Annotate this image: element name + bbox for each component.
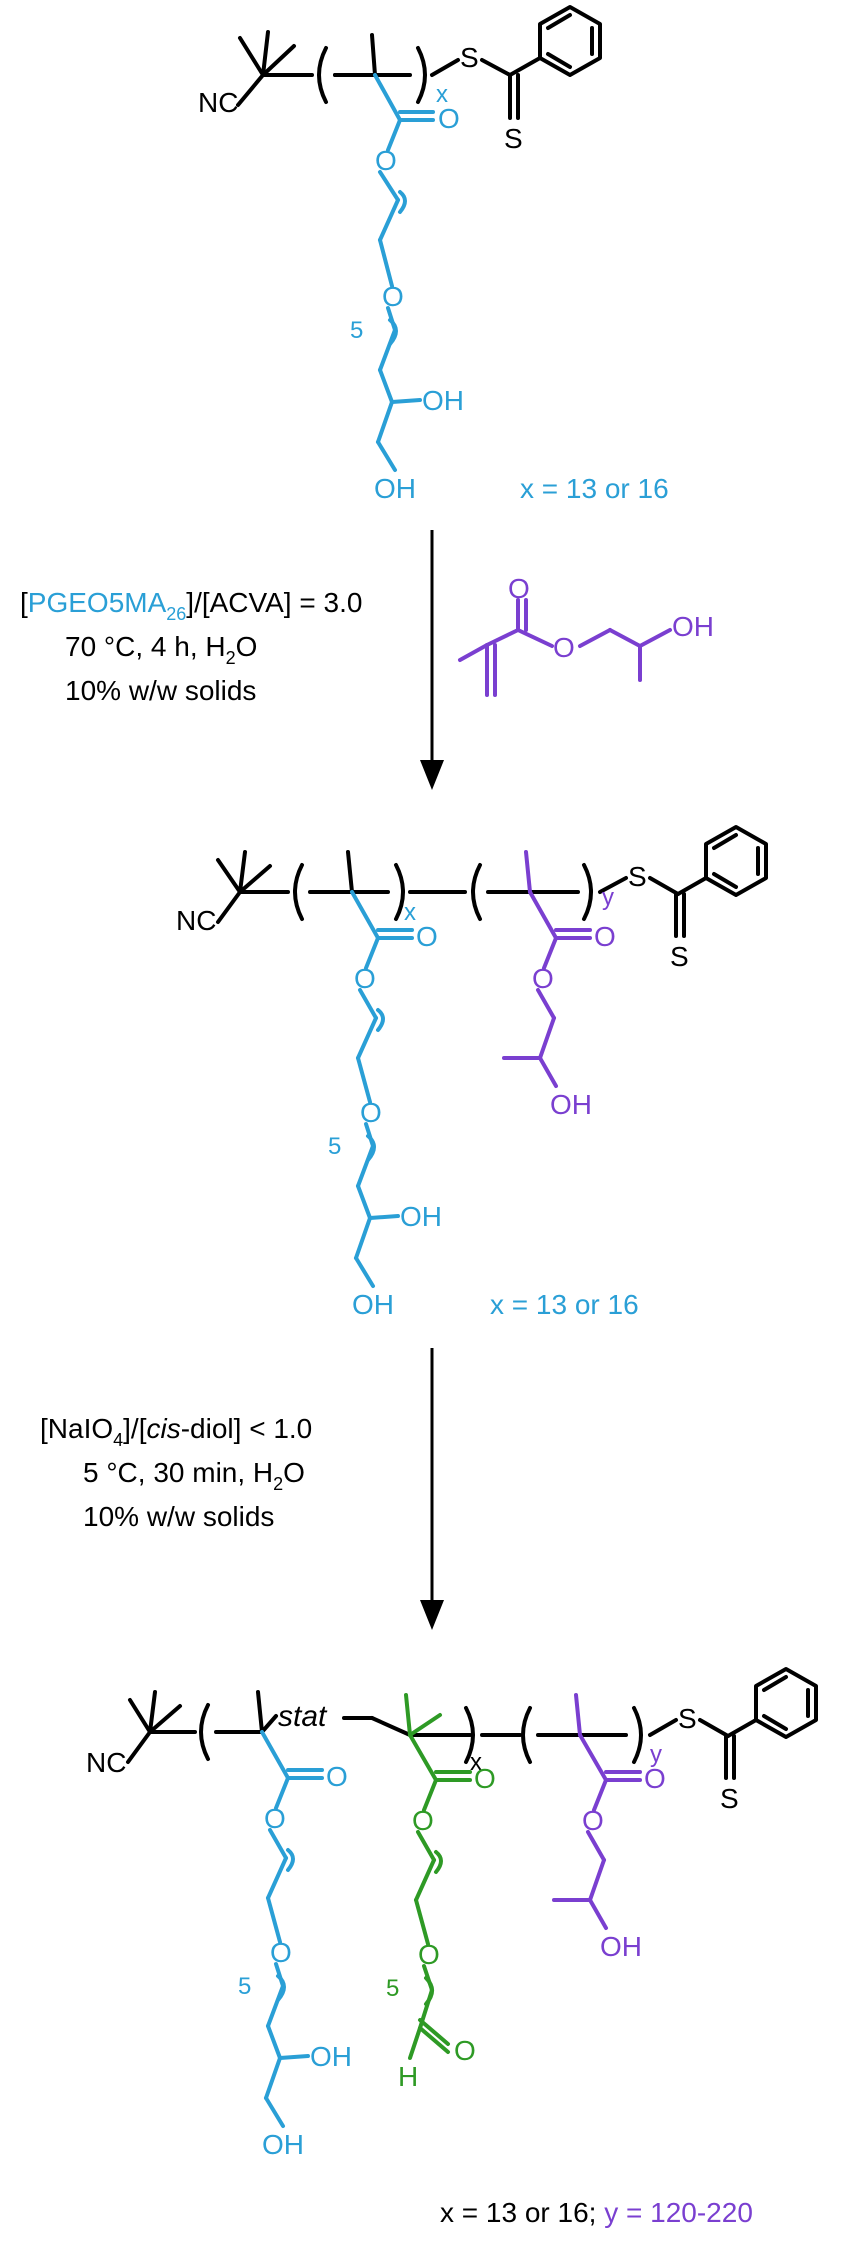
s-label: S: [678, 1703, 697, 1734]
structure-1-pgeo5ma-macro-cta: NC x S S: [198, 5, 669, 504]
paren-open: [317, 46, 328, 104]
ester-o: O: [264, 1803, 286, 1834]
step-2-conditions-line-3: 10% w/w solids: [83, 1501, 274, 1532]
structure-2-caption: x = 13 or 16: [490, 1289, 639, 1320]
s-thione-label: S: [670, 941, 689, 972]
oh-label: OH: [422, 385, 464, 416]
purple-ester-o: O: [582, 1805, 604, 1836]
purple-oh: OH: [550, 1089, 592, 1120]
aldehyde-h: H: [398, 2061, 418, 2092]
carbonyl-o: O: [416, 921, 438, 952]
oh-label: OH: [310, 2041, 352, 2072]
purple-carbonyl-o: O: [594, 921, 616, 952]
hpma-oh: OH: [672, 611, 714, 642]
nc-label: NC: [198, 87, 238, 118]
paren-close: [394, 863, 405, 921]
step-1-conditions-line-3: 10% w/w solids: [65, 675, 256, 706]
purple-oh: OH: [600, 1931, 642, 1962]
step-2-conditions-line-1: [NaIO4]/[cis-diol] < 1.0: [40, 1413, 312, 1450]
oh-label-2: OH: [352, 1289, 394, 1320]
hpma-monomer: O O OH: [458, 573, 714, 697]
structure-1-caption: x = 13 or 16: [520, 473, 669, 504]
sub-5: 5: [238, 1973, 251, 2000]
s-label: S: [628, 861, 647, 892]
paren-close: [464, 1706, 475, 1764]
sub-y: y: [602, 884, 614, 911]
structure-3-caption: x = 13 or 16; y = 120-220: [440, 2197, 753, 2228]
hpma-ester-o: O: [553, 632, 575, 663]
oh-label-2: OH: [374, 473, 416, 504]
ether-o: O: [360, 1097, 382, 1128]
structure-3-aldehyde-copolymer: NC stat x y S: [86, 1667, 818, 2228]
oh-label-2: OH: [262, 2129, 304, 2160]
paren-close: [416, 46, 427, 104]
aldehyde-o: O: [454, 2035, 476, 2066]
purple-ester-o: O: [532, 963, 554, 994]
oh-label: OH: [400, 1201, 442, 1232]
sub-x: x: [436, 81, 448, 108]
step-1-conditions-line-1: [PGEO5MA26]/[ACVA] = 3.0: [20, 587, 362, 624]
arrow-1-head: [420, 760, 444, 790]
green-carbonyl-o: O: [474, 1763, 496, 1794]
paren-open-2: [471, 863, 482, 921]
ester-o: O: [354, 963, 376, 994]
ether-o: O: [382, 281, 404, 312]
reaction-step-1: [PGEO5MA26]/[ACVA] = 3.0 70 °C, 4 h, H2O…: [20, 530, 714, 790]
s-thione-label: S: [504, 123, 523, 154]
sub-x: x: [404, 899, 416, 926]
arrow-2-head: [420, 1600, 444, 1630]
green-ether-o: O: [418, 1939, 440, 1970]
paren-open: [293, 863, 304, 921]
green-sub-5: 5: [386, 1975, 399, 2002]
carbonyl-o: O: [326, 1761, 348, 1792]
structure-2-diblock-copolymer: NC x y S S: [176, 825, 768, 1320]
paren-close-2: [632, 1706, 643, 1764]
nc-label: NC: [176, 905, 216, 936]
ether-o: O: [270, 1937, 292, 1968]
hpma-carbonyl-o: O: [508, 573, 530, 604]
sub-5: 5: [328, 1133, 341, 1160]
step-1-conditions-line-2: 70 °C, 4 h, H2O: [65, 631, 257, 668]
reaction-step-2: [NaIO4]/[cis-diol] < 1.0 5 °C, 30 min, H…: [40, 1348, 444, 1630]
carbonyl-o: O: [438, 103, 460, 134]
paren-open-2: [521, 1706, 532, 1764]
s-thione-label: S: [720, 1783, 739, 1814]
green-ester-o: O: [412, 1805, 434, 1836]
s-label: S: [460, 42, 479, 73]
paren-open: [199, 1703, 210, 1761]
stat-label: stat: [278, 1700, 328, 1733]
ester-o: O: [375, 145, 397, 176]
sub-x: x: [470, 1749, 482, 1776]
paren-close-2: [582, 863, 593, 921]
sub-5: 5: [350, 317, 363, 344]
purple-carbonyl-o: O: [644, 1763, 666, 1794]
step-2-conditions-line-2: 5 °C, 30 min, H2O: [83, 1457, 305, 1494]
nc-label: NC: [86, 1747, 126, 1778]
sub-y: y: [650, 1741, 662, 1768]
